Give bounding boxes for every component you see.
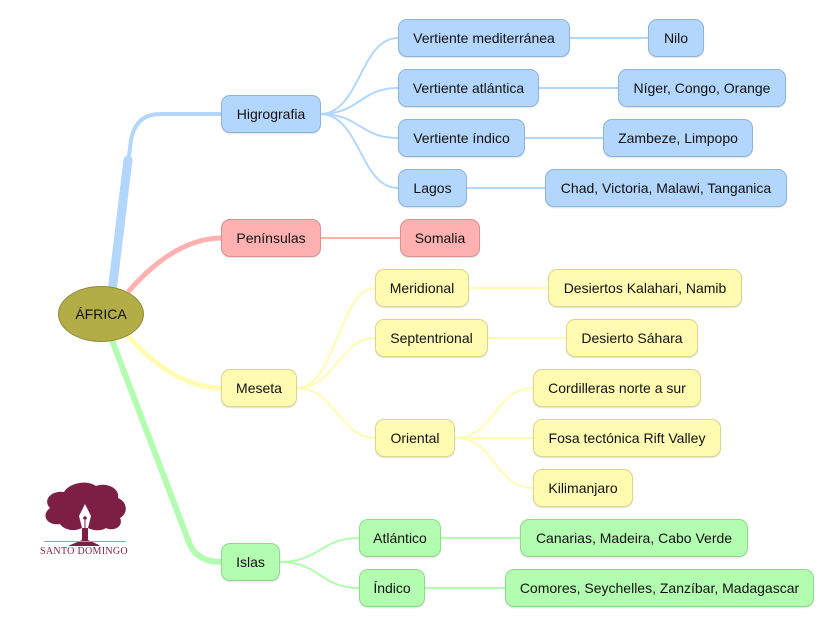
node-desierto-sahara[interactable]: Desierto Sáhara: [566, 319, 698, 357]
node-label: Níger, Congo, Orange: [633, 80, 771, 96]
node-label: Índico: [373, 580, 411, 596]
node-canarias-madeira-cabo-verde[interactable]: Canarias, Madeira, Cabo Verde: [520, 519, 748, 557]
link-root-higrografia-thick: [107, 155, 133, 297]
node-meridional[interactable]: Meridional: [375, 269, 469, 307]
node-cordilleras[interactable]: Cordilleras norte a sur: [533, 369, 701, 407]
link-higro-lagos: [319, 113, 399, 189]
link-meseta-septentrional: [296, 337, 376, 389]
root-label: ÁFRICA: [75, 306, 127, 322]
node-label: Comores, Seychelles, Zanzíbar, Madagasca…: [519, 580, 800, 596]
node-label: Desiertos Kalahari, Namib: [563, 280, 727, 296]
logo-divider: [44, 541, 126, 542]
node-desiertos-kalahari-namib[interactable]: Desiertos Kalahari, Namib: [548, 269, 742, 307]
node-higrografia[interactable]: Higrografia: [221, 95, 321, 133]
link-meseta-oriental: [296, 387, 376, 439]
node-label: Vertiente índico: [413, 130, 510, 146]
node-label: Vertiente mediterránea: [413, 30, 555, 46]
node-label: Septentrional: [390, 330, 473, 346]
link-oriental-kilimanjaro: [454, 437, 534, 489]
node-label: Vertiente atlántica: [412, 80, 525, 96]
node-label: Fosa tectónica Rift Valley: [548, 430, 706, 446]
node-label: Canarias, Madeira, Cabo Verde: [535, 530, 733, 546]
node-kilimanjaro[interactable]: Kilimanjaro: [533, 469, 633, 507]
node-islas[interactable]: Islas: [221, 543, 280, 581]
node-label: Atlántico: [373, 530, 427, 546]
node-label: Islas: [236, 554, 265, 570]
node-vertiente-indico[interactable]: Vertiente índico: [398, 119, 525, 157]
node-nilo[interactable]: Nilo: [648, 19, 704, 57]
node-comores-seychelles-zanzibar-madagascar[interactable]: Comores, Seychelles, Zanzíbar, Madagasca…: [505, 569, 814, 607]
node-oriental[interactable]: Oriental: [375, 419, 455, 457]
node-niger-congo-orange[interactable]: Níger, Congo, Orange: [618, 69, 786, 107]
link-islas-atlantico: [279, 537, 360, 563]
link-root-meseta: [126, 334, 223, 391]
link-root-higrografia: [110, 112, 222, 291]
logo-text: SANTO DOMINGO: [40, 546, 128, 557]
node-label: Meseta: [236, 380, 282, 396]
root-node-africa[interactable]: ÁFRICA: [58, 286, 144, 342]
link-meseta-meridional: [296, 287, 376, 389]
link-higro-mediterranea: [319, 37, 399, 115]
node-fosa-tectonica[interactable]: Fosa tectónica Rift Valley: [533, 419, 721, 457]
node-peninsulas[interactable]: Penínsulas: [221, 219, 321, 257]
node-label: Cordilleras norte a sur: [548, 380, 686, 396]
node-lagos[interactable]: Lagos: [398, 169, 467, 207]
tree-with-pen-nib-icon: [45, 482, 126, 546]
node-label: Penínsulas: [236, 230, 306, 246]
node-lagos-list[interactable]: Chad, Victoria, Malawi, Tanganica: [545, 169, 787, 207]
node-label: Lagos: [413, 180, 452, 196]
node-meseta[interactable]: Meseta: [221, 369, 297, 407]
node-atlantico[interactable]: Atlántico: [359, 519, 441, 557]
node-vertiente-atlantica[interactable]: Vertiente atlántica: [398, 69, 539, 107]
link-root-peninsulas: [126, 235, 223, 294]
node-indico[interactable]: Índico: [359, 569, 425, 607]
node-label: Desierto Sáhara: [581, 330, 683, 346]
link-oriental-cordilleras: [454, 387, 534, 439]
node-zambeze-limpopo[interactable]: Zambeze, Limpopo: [603, 119, 753, 157]
node-label: Somalia: [414, 230, 466, 246]
node-vertiente-mediterranea[interactable]: Vertiente mediterránea: [398, 19, 570, 57]
node-label: Meridional: [389, 280, 455, 296]
link-higro-atlantica: [319, 87, 399, 115]
node-septentrional[interactable]: Septentrional: [375, 319, 488, 357]
node-label: Higrografia: [236, 106, 306, 122]
node-somalia[interactable]: Somalia: [400, 219, 480, 257]
link-islas-indico: [279, 561, 360, 589]
node-label: Kilimanjaro: [548, 480, 618, 496]
link-higro-indico: [319, 113, 399, 139]
node-label: Oriental: [390, 430, 440, 446]
node-label: Nilo: [663, 30, 689, 46]
node-label: Zambeze, Limpopo: [618, 130, 738, 146]
node-label: Chad, Victoria, Malawi, Tanganica: [560, 180, 772, 196]
link-root-islas: [109, 338, 223, 565]
